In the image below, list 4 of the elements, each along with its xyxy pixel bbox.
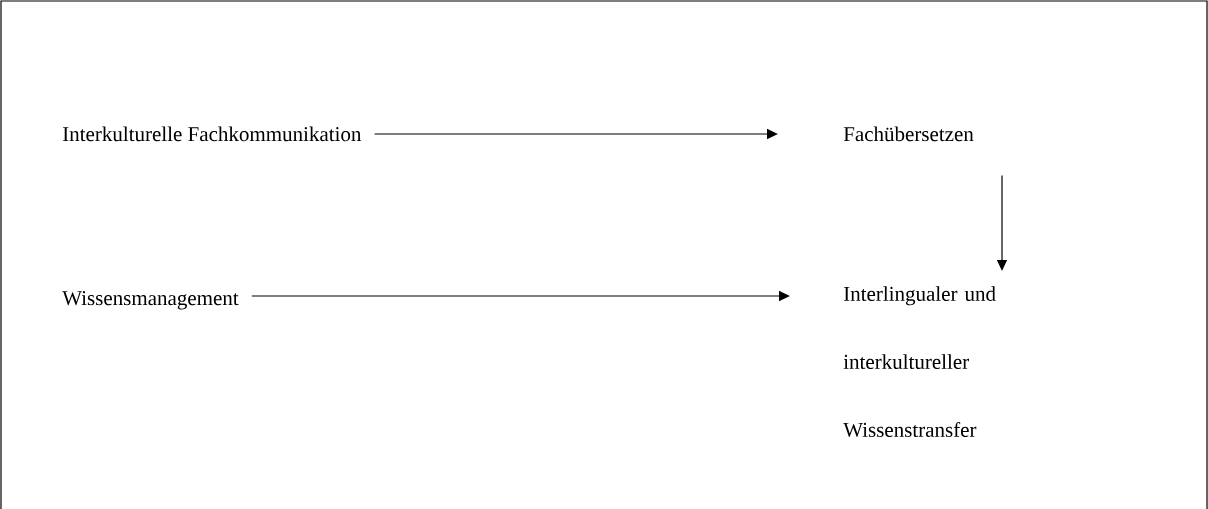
text-label: Wissensmanagement	[62, 291, 239, 310]
text-label: Fachübersetzen	[843, 126, 974, 142]
text-label: Interlingualer und interkultureller Wissenstransfer	[843, 286, 996, 438]
text-label: Interkulturelle Fachkommunikation	[62, 126, 362, 142]
